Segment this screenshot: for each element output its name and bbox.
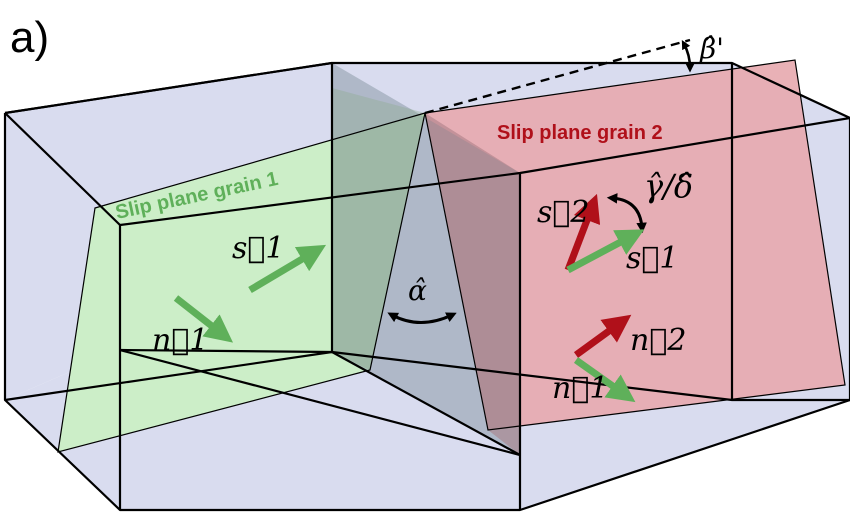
n1-label-lower: n⃗1 [552,371,608,406]
s1-arrow-grain1 [248,244,327,294]
gamma-delta-label: γ̂/δ̂ [644,167,693,205]
s2-label-upper: s⃗2 [537,195,590,230]
n2-label-lower: n⃗2 [630,323,686,358]
n1-arrow-lower [573,357,636,403]
boundary-overlap-region [425,113,520,455]
alpha-label: α̂ [408,274,427,307]
s2-arrow-upper [564,193,601,272]
s1-label-grain1: s⃗1 [232,231,285,266]
beta-label: β̂' [699,32,724,65]
gamma-delta-angle-arrow [606,193,647,234]
alpha-angle-arrow [387,312,457,324]
s1-label-upper: s⃗1 [626,241,679,276]
grain2-plane-label: Slip plane grain 2 [497,122,663,144]
n1-label-grain1: n⃗1 [152,323,208,358]
boundary-grain1-overlap [332,88,425,370]
grain1-plane-outline [57,112,426,453]
panel-label: a) [10,13,49,62]
s1-arrow-upper [566,229,645,274]
beta-reference-dashed-line [424,38,691,115]
n1-arrow-grain1 [173,295,234,343]
grain2-plane-outline [424,59,846,431]
box-edges [3,61,850,512]
n2-arrow-lower [573,314,632,358]
beta-angle-arrow [681,40,695,73]
